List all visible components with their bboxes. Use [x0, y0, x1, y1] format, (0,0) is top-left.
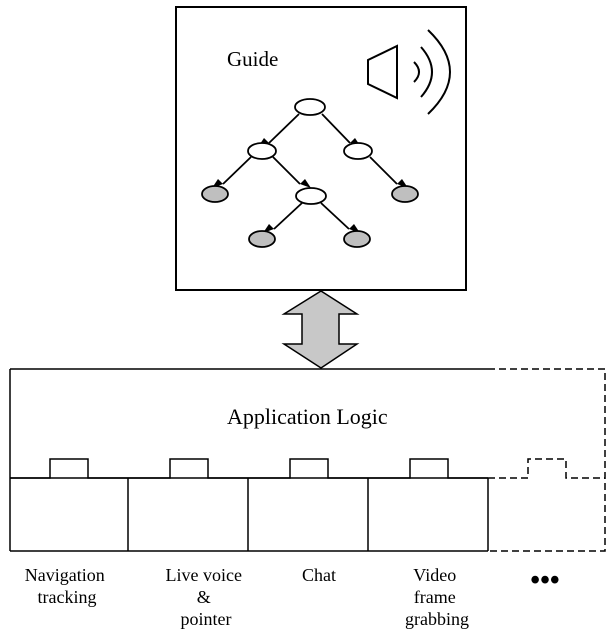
tree-node [295, 187, 327, 205]
tree-leaf [343, 230, 371, 248]
more-modules-ellipsis: ••• [530, 565, 559, 596]
module-label-chat: Chat [302, 565, 336, 585]
tree-leaf [201, 185, 229, 203]
tree-leaf [248, 230, 276, 248]
guide-title: Guide [227, 47, 278, 71]
module-label-live-voice: Live voice & pointer [166, 565, 247, 629]
application-logic-box [9, 368, 489, 552]
tree-leaf [391, 185, 419, 203]
tree-edges [222, 113, 398, 230]
module-label-navigation: Navigation tracking [25, 565, 109, 607]
speaker-icon [367, 29, 451, 115]
extension-slot [488, 368, 606, 552]
tree-node [343, 142, 373, 160]
tree-node [294, 98, 326, 116]
module-labels: Navigation tracking Live voice & pointer… [25, 565, 560, 629]
application-logic-title: Application Logic [227, 404, 388, 429]
guide-box [175, 6, 467, 291]
bidirectional-arrow [281, 290, 360, 369]
tree-node [247, 142, 277, 160]
module-label-video: Video frame grabbing [405, 565, 469, 629]
tree-nodes [201, 98, 419, 248]
